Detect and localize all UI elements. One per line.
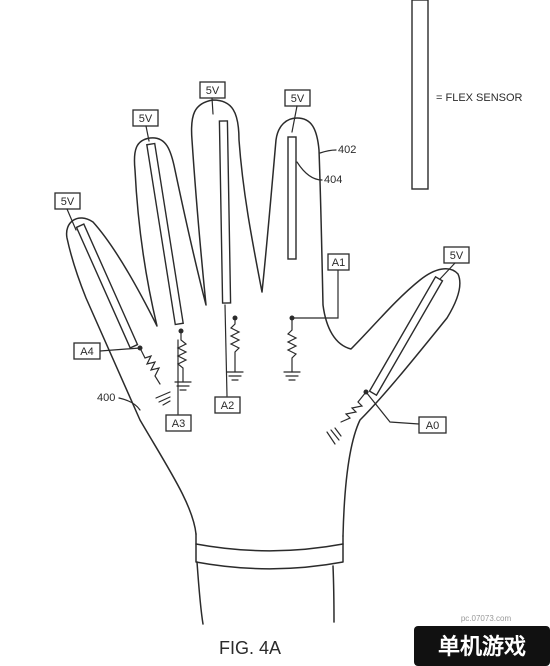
supply-label-middle: 5V xyxy=(206,85,220,97)
wrist-band xyxy=(195,533,344,570)
signal-label-a4: A4 xyxy=(80,346,93,358)
watermark-url: pc.07073.com xyxy=(461,614,512,623)
signal-label-a0: A0 xyxy=(426,420,439,432)
flex-sensor-middle xyxy=(218,120,232,304)
supply-label-pinky: 5V xyxy=(61,196,75,208)
ref-numeral-404: 404 xyxy=(324,174,342,186)
legend: = FLEX SENSOR xyxy=(411,0,523,190)
forearm xyxy=(196,561,335,625)
flex-sensor-ring xyxy=(146,142,184,326)
supply-label-index: 5V xyxy=(291,93,305,105)
ref-numeral-402: 402 xyxy=(338,144,356,156)
flex-sensor-pinky xyxy=(75,223,139,349)
supply-label-ring: 5V xyxy=(139,113,153,125)
flex-sensor-thumb xyxy=(368,275,444,397)
legend-flex-sensor-symbol xyxy=(411,0,429,190)
signal-label-a3: A3 xyxy=(172,418,185,430)
signal-label-a2: A2 xyxy=(221,400,234,412)
watermark-logo: pc.07073.com 单机游戏 xyxy=(414,614,550,666)
flex-sensors xyxy=(75,120,444,397)
signal-labels: A1 A4 A2 A3 A0 xyxy=(73,253,447,434)
signal-label-a1: A1 xyxy=(332,257,345,269)
ref-numeral-400: 400 xyxy=(97,392,115,404)
supply-labels: 5V 5V 5V 5V 5V xyxy=(54,81,470,280)
figure-caption: FIG. 4A xyxy=(219,638,281,658)
hand-outline xyxy=(65,99,461,537)
supply-label-thumb: 5V xyxy=(450,250,464,262)
reference-numerals: 402 404 400 xyxy=(97,144,356,404)
legend-text: = FLEX SENSOR xyxy=(436,92,523,104)
flex-sensor-index xyxy=(287,136,297,260)
watermark-text: 单机游戏 xyxy=(438,634,526,660)
circuit-wiring xyxy=(99,149,420,445)
